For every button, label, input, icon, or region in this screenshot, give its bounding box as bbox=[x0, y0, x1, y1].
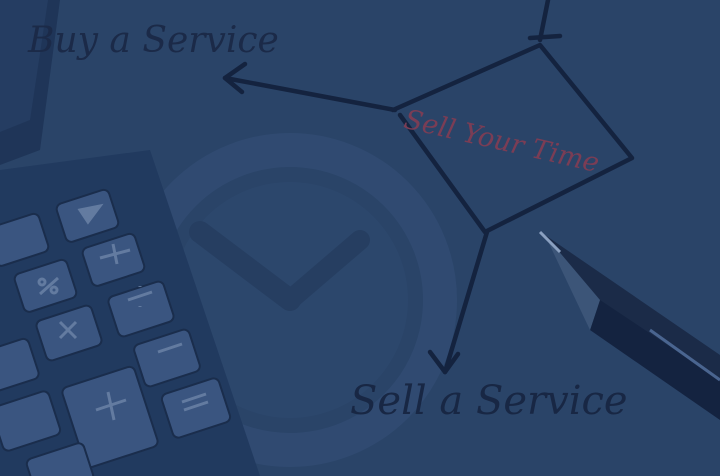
pen-icon bbox=[538, 230, 720, 420]
sell-a-service-label: Sell a Service bbox=[350, 378, 628, 424]
buy-a-service-label: Buy a Service bbox=[28, 20, 279, 61]
calculator-icon bbox=[0, 0, 260, 476]
diagram-lines bbox=[222, 0, 635, 375]
